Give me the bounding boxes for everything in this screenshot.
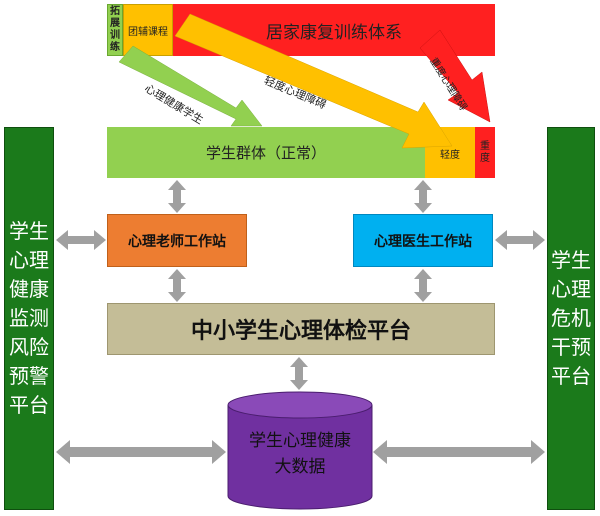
right-platform: 学生心理危机干预平台 [547,127,595,510]
group-teacher-arrow [168,180,186,213]
doctor-right-arrow [495,230,545,250]
platform-bigdata-arrow [290,357,308,390]
vertical-connectors [168,180,432,390]
expand-training-label: 拓展训练 [110,6,120,53]
teacher-platform-arrow [168,269,186,302]
horizontal-connectors [56,230,545,464]
bigdata-label: 学生心理健康 大数据 [228,422,372,486]
group-course-box: 团辅课程 [123,4,173,56]
student-group-bar: 学生群体（正常） [107,127,425,178]
teacher-station: 心理老师工作站 [107,214,247,267]
group-doctor-arrow [414,180,432,213]
mild-label: 轻度 [440,150,460,161]
checkup-platform: 中小学生心理体检平台 [107,303,495,355]
severe-label: 重度 [480,140,490,164]
teacher-station-label: 心理老师工作站 [128,233,226,250]
bigdata-cylinder [227,391,373,510]
severe-disorder-arrow [419,29,491,123]
doctor-station-label: 心理医生工作站 [374,233,472,250]
psych-health-arrow [118,45,263,127]
doctor-station: 心理医生工作站 [353,214,493,267]
student-group-label: 学生群体（正常） [205,144,326,162]
group-course-label: 团辅课程 [128,26,168,38]
left-platform-label: 学生心理健康监测风险预警平台 [9,219,49,417]
expand-training-box: 拓展训练 [107,4,123,56]
bigdata-line1: 学生心理健康 [249,431,351,451]
left-bigdata-arrow [56,440,226,464]
bigdata-line2: 大数据 [274,457,326,477]
rehab-system-label: 居家康复训练体系 [266,22,402,43]
right-platform-label: 学生心理危机干预平台 [551,248,591,388]
severe-box: 重度 [475,127,495,178]
checkup-platform-label: 中小学生心理体检平台 [190,319,411,344]
doctor-platform-arrow [414,269,432,302]
bigdata-right-arrow [373,440,545,464]
left-teacher-arrow [56,230,106,250]
left-platform: 学生心理健康监测风险预警平台 [4,127,54,510]
mild-disorder-arrow [174,13,453,149]
